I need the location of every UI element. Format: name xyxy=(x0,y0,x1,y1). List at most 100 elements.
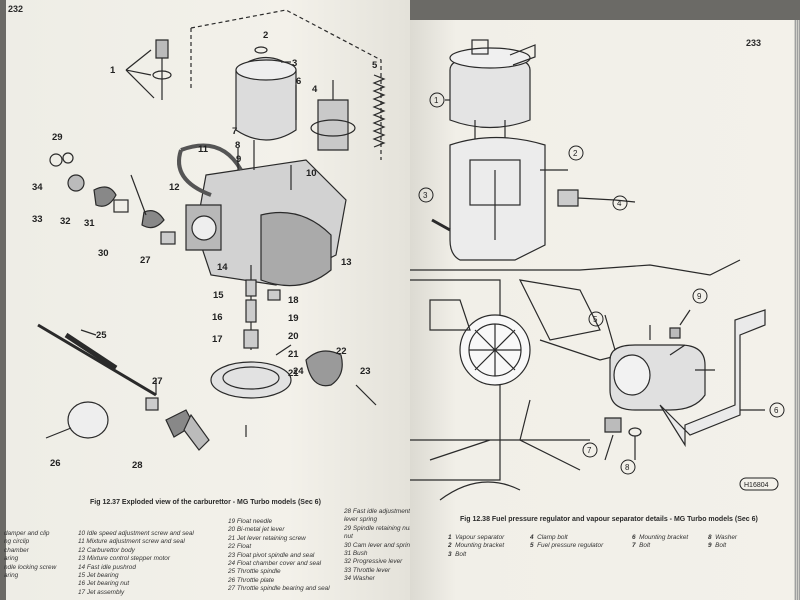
legend-item: 3 Bolt xyxy=(448,550,467,558)
part-label-26: 26 xyxy=(50,458,61,469)
part-label-19: 19 xyxy=(288,313,299,324)
legend-item: 4 Clamp bolt xyxy=(530,534,568,541)
legend-item: 8 Washer xyxy=(708,534,738,541)
legend-column-1: damper and clip ng circlip chamber aring… xyxy=(4,530,74,580)
part-label-27b: 27 xyxy=(140,255,151,266)
callout-label-5: 5 xyxy=(593,315,598,324)
part-label-15: 15 xyxy=(213,290,224,301)
legend-item: 27 Throttle spindle bearing and seal xyxy=(228,585,330,593)
legend-item: 33 Throttle lever xyxy=(344,566,391,574)
part-label-24: 24 xyxy=(293,366,304,377)
part-label-8: 8 xyxy=(235,140,240,151)
figure-caption-12-37: Fig 12.37 Exploded view of the carburett… xyxy=(90,499,321,506)
part-label-34: 34 xyxy=(32,182,43,193)
callout-label-1: 1 xyxy=(434,96,439,105)
callout-label-7: 7 xyxy=(587,446,592,455)
part-label-3: 3 xyxy=(292,58,297,69)
legend-item: 32 Progressive lever xyxy=(344,558,403,566)
legend-item: aring xyxy=(4,572,19,580)
callout-circle xyxy=(588,311,604,327)
legend-item: 34 Washer xyxy=(344,575,375,583)
legend-item: 24 Float chamber cover and seal xyxy=(228,560,322,568)
part-label-2: 2 xyxy=(263,30,268,41)
part-label-21: 21 xyxy=(288,349,299,360)
part-label-11: 11 xyxy=(198,144,209,155)
legend-item: 16 Jet bearing nut xyxy=(78,580,130,588)
drawing-code: H16804 xyxy=(744,482,769,489)
part-label-7: 7 xyxy=(232,126,237,137)
legend-item: 1 Vapour separator xyxy=(448,534,505,541)
legend-item: 13 Mixture control stepper motor xyxy=(78,555,170,563)
legend-column-4: 28 Fast idle adjustment screw lever spri… xyxy=(344,508,410,584)
legend-item: 11 Mixture adjustment screw and seal xyxy=(78,538,185,546)
callout-label-6: 6 xyxy=(774,406,779,415)
callout-circle xyxy=(612,195,628,211)
legend-item: 30 Cam lever and spring xyxy=(344,541,410,549)
legend-item: 14 Fast idle pushrod xyxy=(78,563,136,571)
legend-item: nut xyxy=(344,533,353,541)
part-label-5: 5 xyxy=(372,60,378,71)
left-page-number: 232 xyxy=(8,4,24,14)
part-label-10: 10 xyxy=(306,168,317,179)
legend-item: lever spring xyxy=(344,516,378,524)
legend-item: aring xyxy=(4,555,19,563)
legend-item: 26 Throttle plate xyxy=(228,576,275,584)
figure-caption-12-38: Fig 12.38 Fuel pressure regulator and va… xyxy=(460,516,758,523)
callout-circle xyxy=(692,288,708,304)
part-label-12: 12 xyxy=(169,182,180,193)
legend-column-3: 19 Float needle 20 Bi-metal jet lever 21… xyxy=(228,518,346,594)
part-label-22: 22 xyxy=(336,346,347,357)
callout-label-2: 2 xyxy=(573,149,578,158)
part-label-21b: 21 xyxy=(288,368,299,379)
legend-item: 2 Mounting bracket xyxy=(448,542,505,550)
legend-item: 17 Jet assembly xyxy=(78,588,125,596)
callout-circle xyxy=(582,442,598,458)
part-label-18: 18 xyxy=(288,295,299,306)
callout-circle xyxy=(418,187,434,203)
part-label-9: 9 xyxy=(236,154,241,165)
part-label-31: 31 xyxy=(84,218,95,229)
left-page: 232 xyxy=(4,0,410,600)
callout-circle xyxy=(429,92,445,108)
legend-column-1: 1 Vapour separator 2 Mounting bracket 3 … xyxy=(448,534,544,559)
callout-circle xyxy=(568,145,584,161)
book-page-edge xyxy=(794,20,800,600)
callout-circle xyxy=(620,459,636,475)
carburettor-exploded-diagram: 1 2 3 4 5 6 7 8 9 10 11 12 13 14 15 16 1… xyxy=(32,9,386,471)
legend-item: 7 Bolt xyxy=(632,542,651,550)
callout-label-9: 9 xyxy=(697,292,702,301)
legend-column-4: 8 Washer 9 Bolt xyxy=(708,534,768,551)
legend-item: chamber xyxy=(4,546,29,554)
right-page: 233 xyxy=(410,20,794,600)
part-label-33: 33 xyxy=(32,214,43,225)
part-label-13: 13 xyxy=(341,257,352,268)
legend-column-3: 6 Mounting bracket 7 Bolt xyxy=(632,534,710,551)
part-label-1: 1 xyxy=(110,65,116,76)
legend-item: 29 Spindle retaining nut xyxy=(344,524,410,532)
drawing-code-box xyxy=(739,477,779,491)
legend-item: 20 Bi-metal jet lever xyxy=(228,526,285,534)
part-label-23: 23 xyxy=(360,366,371,377)
legend-item: 19 Float needle xyxy=(228,518,273,525)
part-label-14: 14 xyxy=(217,262,228,273)
part-label-6: 6 xyxy=(296,76,301,87)
legend-item: 22 Float xyxy=(228,543,252,551)
part-label-28: 28 xyxy=(132,460,143,471)
legend-item: 28 Fast idle adjustment screw xyxy=(344,508,410,515)
legend-item: 21 Jet lever retaining screw xyxy=(228,534,306,542)
part-label-25: 25 xyxy=(96,330,107,341)
part-label-17: 17 xyxy=(212,334,223,345)
legend-column-2: 10 Idle speed adjustment screw and seal … xyxy=(78,530,226,597)
part-label-16: 16 xyxy=(212,312,223,323)
part-label-29: 29 xyxy=(52,132,63,143)
legend-item: ndle locking screw xyxy=(4,563,57,571)
legend-item: 23 Float pivot spindle and seal xyxy=(228,551,315,559)
part-label-32: 32 xyxy=(60,216,71,227)
callout-circle xyxy=(769,402,785,418)
callout-label-3: 3 xyxy=(423,191,428,200)
part-label-27: 27 xyxy=(152,376,163,387)
legend-item: 6 Mounting bracket xyxy=(632,534,689,541)
legend-item: 9 Bolt xyxy=(708,542,727,550)
legend-item: 10 Idle speed adjustment screw and seal xyxy=(78,530,194,537)
legend-item: 25 Throttle spindle xyxy=(228,568,281,576)
